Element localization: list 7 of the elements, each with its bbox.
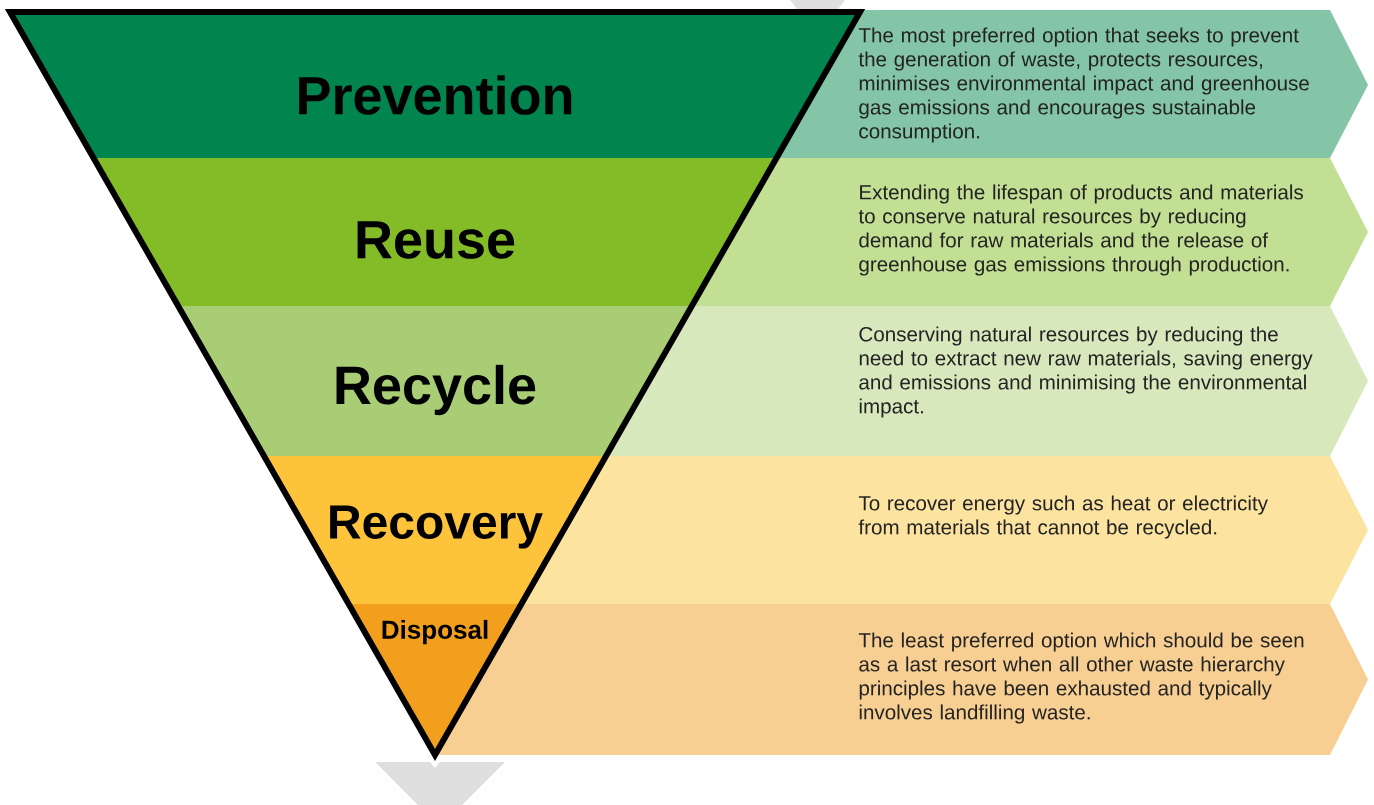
tier-segment: Recovery [264, 456, 606, 604]
description-band: Conserving natural resources by reducing the need to extract new raw materials, saving energy and emissions and minimising the environmental impact. [606, 306, 1368, 456]
description-band: The most preferred option that seeks to prevent the generation of waste, protects resources, minimises environmental impact and greenhouse gas emissions and encourages sustainable consumption. [776, 10, 1368, 158]
tier-segment: Reuse [93, 158, 777, 306]
description-band: Extending the lifespan of products and materials to conserve natural resources by reducing demand for raw materials and the release of greenhouse gas emissions through production. [691, 158, 1368, 306]
tier-segment: Recycle [178, 306, 692, 456]
tier-segment: Prevention [10, 12, 860, 158]
